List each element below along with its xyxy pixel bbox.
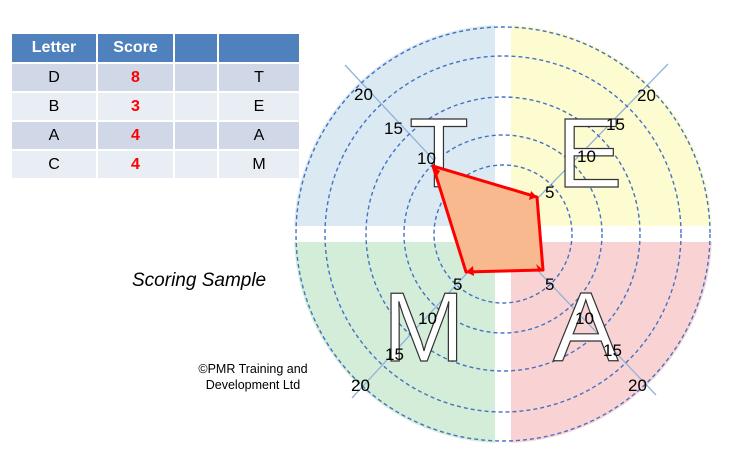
header-blank-2 (218, 34, 301, 63)
copyright-line-2: Development Ltd (205, 378, 301, 392)
table-row: D 8 T (12, 62, 301, 92)
letter-a: A (553, 272, 619, 382)
ring-15 (365, 96, 641, 372)
row-team-letter: E (218, 91, 301, 121)
table-row: B 3 E (12, 91, 301, 121)
tick-tl-20: 20 (354, 85, 373, 104)
tick-bl-10: 10 (418, 309, 437, 328)
row-letter: B (12, 91, 98, 121)
vertex-m (466, 266, 474, 276)
letter-e: E (557, 98, 622, 208)
row-score: 4 (97, 149, 175, 178)
header-score: Score (97, 34, 175, 63)
tick-tr-5: 5 (545, 183, 554, 202)
tick-tl-15: 15 (384, 119, 403, 138)
row-letter: A (12, 120, 98, 150)
ring-outer (295, 26, 711, 442)
copyright-notice: ©PMR Training and Development Ltd (178, 361, 328, 393)
ring-20 (324, 55, 682, 413)
score-table: Letter Score D 8 T B 3 E A 4 A C 4 M (12, 34, 301, 178)
row-blank (174, 91, 219, 121)
row-team-letter: T (218, 62, 301, 92)
row-letter: D (12, 62, 98, 92)
tick-bl-15: 15 (385, 345, 404, 364)
header-blank-1 (174, 34, 219, 63)
row-team-letter: M (218, 149, 301, 178)
ring-5 (433, 164, 573, 304)
diagram-caption: Scoring Sample (132, 270, 267, 291)
tick-tr-10: 10 (577, 147, 596, 166)
table-row: C 4 M (12, 149, 301, 178)
tick-br-10: 10 (575, 309, 594, 328)
score-rings (295, 26, 711, 442)
row-score: 8 (97, 62, 175, 92)
row-letter: C (12, 149, 98, 178)
vertex-e (529, 191, 537, 200)
tick-tr-20: 20 (637, 86, 656, 105)
score-vertex-markers (433, 166, 543, 276)
tick-br-5: 5 (545, 275, 554, 294)
tick-bl-5: 5 (453, 275, 462, 294)
vertex-a (536, 264, 543, 272)
row-blank (174, 149, 219, 178)
tick-tr-15: 15 (606, 115, 625, 134)
row-blank (174, 62, 219, 92)
tick-bl-20: 20 (351, 376, 370, 395)
copyright-line-1: ©PMR Training and (198, 362, 308, 376)
row-team-letter: A (218, 120, 301, 150)
row-blank (174, 120, 219, 150)
header-letter: Letter (12, 34, 98, 63)
tick-br-15: 15 (603, 341, 622, 360)
ring-10 (403, 134, 603, 334)
table-header-row: Letter Score (12, 34, 301, 63)
row-score: 4 (97, 120, 175, 150)
tick-br-20: 20 (628, 376, 647, 395)
table-row: A 4 A (12, 120, 301, 150)
vertex-t (433, 166, 440, 176)
tick-tl-10: 10 (417, 149, 436, 168)
letter-m: M (383, 272, 465, 382)
row-score: 3 (97, 91, 175, 121)
tick-labels: 10 15 20 5 10 15 20 5 10 15 20 5 10 15 2… (351, 85, 656, 395)
